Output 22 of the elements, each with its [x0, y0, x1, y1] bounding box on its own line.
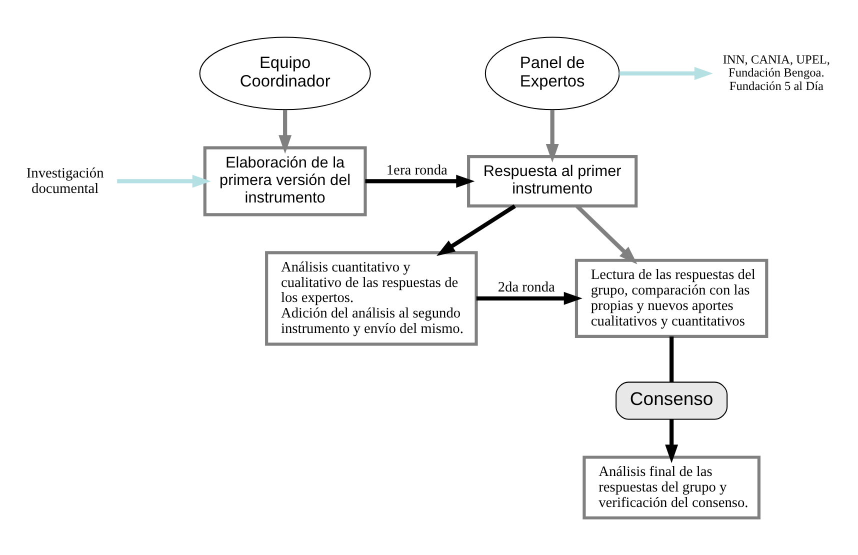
arrow: [436, 204, 516, 256]
edge-label: 1era ronda: [386, 162, 447, 178]
node-box: Respuesta al primer instrumento: [466, 155, 638, 208]
node-ellipse: Equipo Coordinador: [198, 36, 370, 110]
arrow: [575, 204, 637, 264]
arrow: [116, 174, 210, 188]
arrow: [545, 110, 558, 163]
node-box: Elaboración de la primera versión del instrumento: [202, 146, 366, 216]
node-text: Investigación documental: [26, 165, 104, 197]
arrow: [364, 174, 474, 188]
edge-label: 2da ronda: [497, 279, 554, 296]
node-box: Lectura de las respuestas del grupo, comparación con las propias y nuevos aportes cualitativos y cuantitativos: [574, 258, 768, 338]
arrow: [664, 419, 678, 464]
node-box: Análisis final de las respuestas del grupo y verificación del consenso.: [582, 456, 760, 520]
node-text: INN, CANIA, UPEL, Fundación Bengoa. Fundación 5 al Día: [722, 52, 830, 93]
arrow: [278, 110, 292, 154]
arrow: [618, 66, 712, 80]
node-box: Análisis cuantitativo y cualitativo de las respuestas de los expertos. Adición del análisis al segundo instrumento y envío del mismo.: [264, 251, 478, 346]
node-ellipse: Panel de Expertos: [484, 36, 620, 110]
arrow: [476, 292, 582, 305]
connector: [669, 336, 674, 382]
node-box: Consenso: [615, 382, 728, 420]
